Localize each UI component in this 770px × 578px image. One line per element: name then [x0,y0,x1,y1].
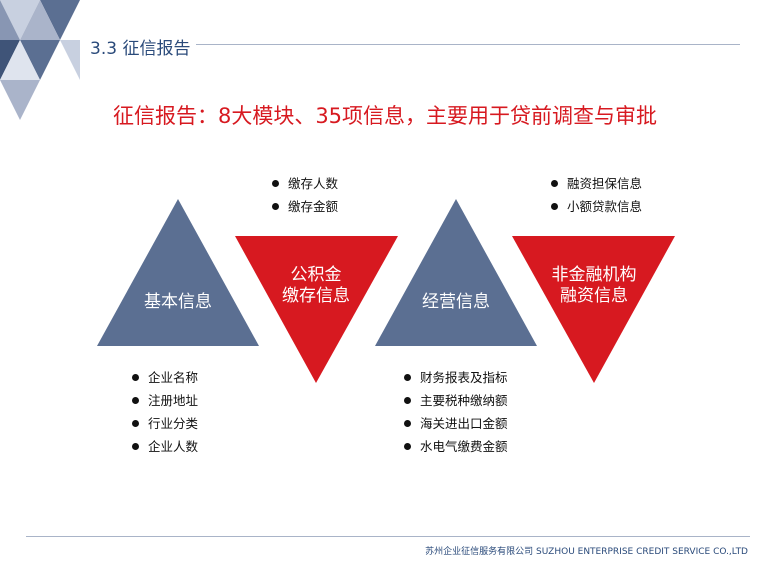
nonbank-financing-label-line2: 融资信息 [560,286,628,306]
bullet-icon [404,443,411,450]
housing-fund-label-line2: 缴存信息 [282,286,350,306]
bullet-icon [132,397,139,404]
list-item: 注册地址 [132,389,198,412]
list-item: 财务报表及指标 [404,366,508,389]
bullet-icon [551,180,558,187]
nonbank-financing-label-line1: 非金融机构 [551,265,637,285]
housing-fund-label: 公积金 缴存信息 [266,265,366,307]
header-divider [196,44,740,45]
business-info-bullets: 财务报表及指标 主要税种缴纳额 海关进出口金额 水电气缴费金额 [404,366,508,458]
nonbank-financing-bullets: 融资担保信息 小额贷款信息 [551,172,642,218]
business-info-label: 经营信息 [422,292,490,312]
business-info-triangle [375,199,537,346]
list-item: 缴存金额 [272,195,338,218]
basic-info-label: 基本信息 [144,292,212,312]
bullet-icon [132,443,139,450]
nonbank-financing-triangle [512,236,675,383]
list-item: 主要税种缴纳额 [404,389,508,412]
bullet-icon [272,203,279,210]
bullet-icon [404,420,411,427]
basic-info-bullets: 企业名称 注册地址 行业分类 企业人数 [132,366,198,458]
basic-info-triangle [97,199,259,346]
list-item: 小额贷款信息 [551,195,642,218]
list-item: 海关进出口金额 [404,412,508,435]
bullet-icon [132,420,139,427]
section-title: 3.3 征信报告 [90,39,191,59]
bullet-icon [404,397,411,404]
corner-decoration [0,0,80,120]
main-title: 征信报告：8大模块、35项信息，主要用于贷前调查与审批 [112,104,658,128]
footer-divider [26,536,750,537]
list-item: 水电气缴费金额 [404,435,508,458]
list-item: 企业名称 [132,366,198,389]
housing-fund-triangle [235,236,398,383]
footer-company: 苏州企业征信服务有限公司 SUZHOU ENTERPRISE CREDIT SE… [425,547,748,557]
bullet-icon [404,374,411,381]
housing-fund-bullets: 缴存人数 缴存金额 [272,172,338,218]
bullet-icon [551,203,558,210]
list-item: 行业分类 [132,412,198,435]
list-item: 企业人数 [132,435,198,458]
bullet-icon [132,374,139,381]
nonbank-financing-label: 非金融机构 融资信息 [539,265,649,307]
housing-fund-label-line1: 公积金 [290,265,342,285]
bullet-icon [272,180,279,187]
list-item: 融资担保信息 [551,172,642,195]
list-item: 缴存人数 [272,172,338,195]
